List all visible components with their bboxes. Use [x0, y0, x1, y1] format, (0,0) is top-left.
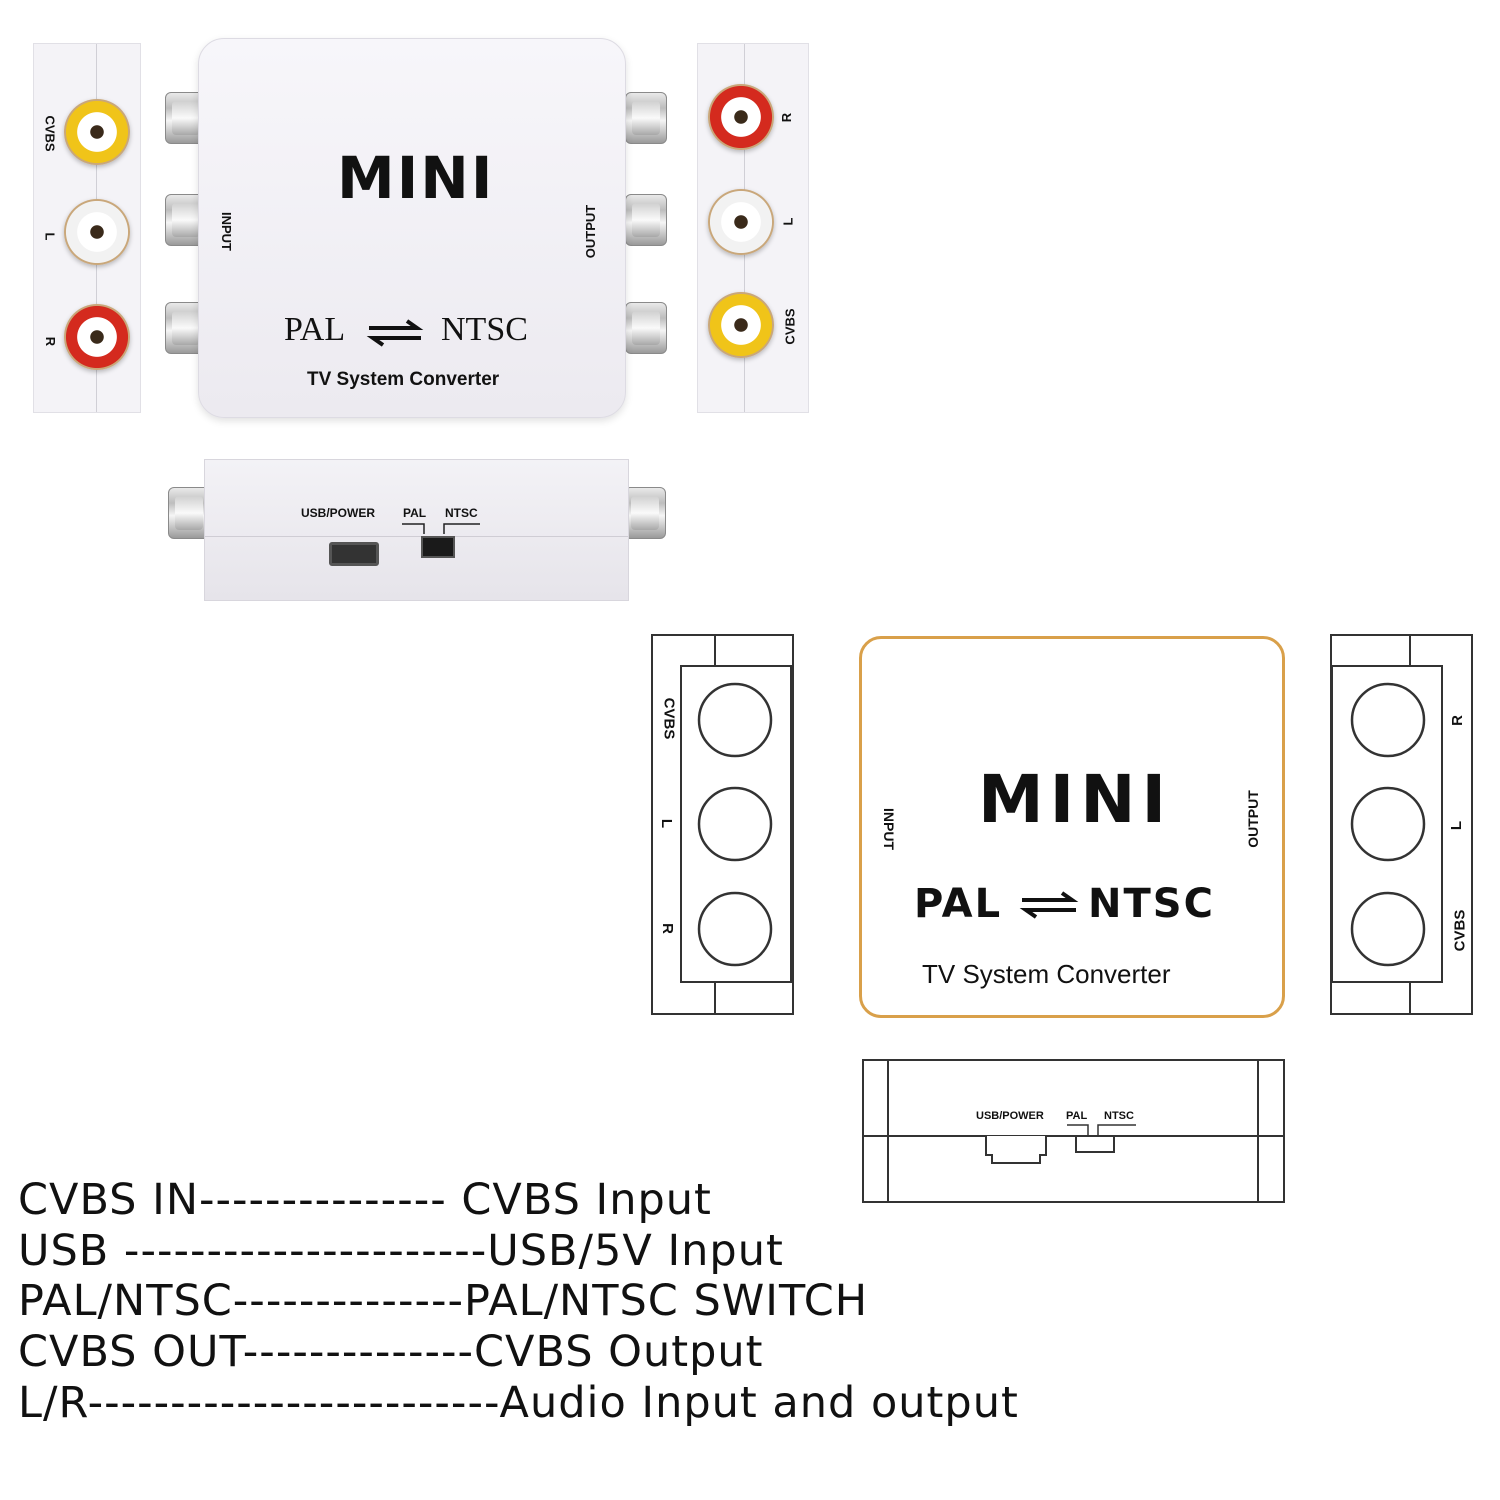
legend-line-cvbs-in: CVBS IN--------------- CVBS Input	[18, 1175, 712, 1225]
photo-right-label-l: L	[780, 217, 796, 226]
cvbs-jack-yellow	[64, 99, 130, 165]
diagram-front-box: MINI INPUT OUTPUT PAL NTSC TV System Con…	[859, 636, 1285, 1018]
photo-double-arrow-icon	[366, 319, 424, 347]
diagram-pal-text: PAL	[914, 881, 1003, 927]
cvbs-jack-yellow	[708, 292, 774, 358]
diagram-usb-label: USB/POWER	[976, 1110, 1044, 1122]
diagram-right-label-cvbs: CVBS	[1451, 909, 1469, 952]
photo-output-plug-2	[625, 194, 667, 246]
photo-output-plug-3	[625, 302, 667, 354]
legend-line-pal-ntsc: PAL/NTSC--------------PAL/NTSC SWITCH	[18, 1276, 869, 1326]
photo-switch-bracket	[402, 523, 480, 534]
diagram-output-label: OUTPUT	[1244, 790, 1261, 848]
diagram-right-side-panel	[1330, 634, 1473, 1015]
photo-back-side: USB/POWER PAL NTSC	[204, 459, 629, 601]
photo-left-label-r: R	[43, 336, 59, 347]
photo-switch-pal-label: PAL	[403, 506, 427, 520]
back-seam	[205, 536, 628, 537]
photo-right-label-cvbs: CVBS	[782, 308, 798, 345]
diagram-left-label-cvbs: CVBS	[660, 697, 678, 740]
photo-subtitle: TV System Converter	[307, 369, 500, 390]
photo-switch-ntsc-label: NTSC	[445, 506, 478, 520]
photo-right-side-panel: R L CVBS	[697, 43, 809, 413]
legend-line-l-r: L/R-------------------------Audio Input …	[18, 1378, 1019, 1428]
photo-output-plug-1	[625, 92, 667, 144]
diagram-double-arrow-icon	[1019, 891, 1079, 919]
diagram-brand-mini: MINI	[978, 761, 1173, 838]
photo-output-label: OUTPUT	[583, 204, 599, 259]
diagram-left-label-l: L	[658, 818, 676, 829]
diagram-subtitle: TV System Converter	[922, 959, 1171, 989]
photo-left-label-l: L	[42, 232, 58, 241]
legend-line-cvbs-out: CVBS OUT--------------CVBS Output	[18, 1327, 764, 1377]
photo-pal-text: PAL	[284, 311, 346, 348]
audio-r-jack-red	[64, 304, 130, 370]
photo-input-label: INPUT	[219, 212, 234, 251]
diagram-left-label-r: R	[658, 923, 676, 934]
photo-usb-label: USB/POWER	[301, 506, 376, 520]
photo-left-side-panel: CVBS L R	[33, 43, 141, 413]
diagram-ntsc-text: NTSC	[1088, 881, 1215, 927]
photo-right-label-r: R	[779, 112, 795, 123]
photo-pal-ntsc-switch	[421, 536, 455, 558]
photo-front-box: MINI INPUT OUTPUT PAL NTSC TV System Con…	[198, 38, 626, 418]
diagram-input-label: INPUT	[881, 808, 897, 850]
diagram-right-label-r: R	[1448, 715, 1466, 726]
photo-back-plug-right	[624, 487, 666, 539]
photo-ntsc-text: NTSC	[441, 311, 528, 348]
audio-l-jack-white	[64, 199, 130, 265]
audio-l-jack-white	[708, 189, 774, 255]
diagram-right-label-l: L	[1448, 820, 1466, 831]
photo-brand-mini: MINI	[337, 144, 495, 212]
photo-usb-port	[329, 542, 379, 566]
diagram-switch-ntsc-label: NTSC	[1104, 1110, 1134, 1122]
legend-line-usb: USB ----------------------USB/5V Input	[18, 1226, 784, 1276]
diagram-switch-pal-label: PAL	[1066, 1110, 1088, 1122]
diagram-left-side-panel	[651, 634, 794, 1015]
audio-r-jack-red	[708, 84, 774, 150]
diagram-back-side	[862, 1059, 1285, 1203]
photo-left-label-cvbs: CVBS	[42, 115, 58, 152]
